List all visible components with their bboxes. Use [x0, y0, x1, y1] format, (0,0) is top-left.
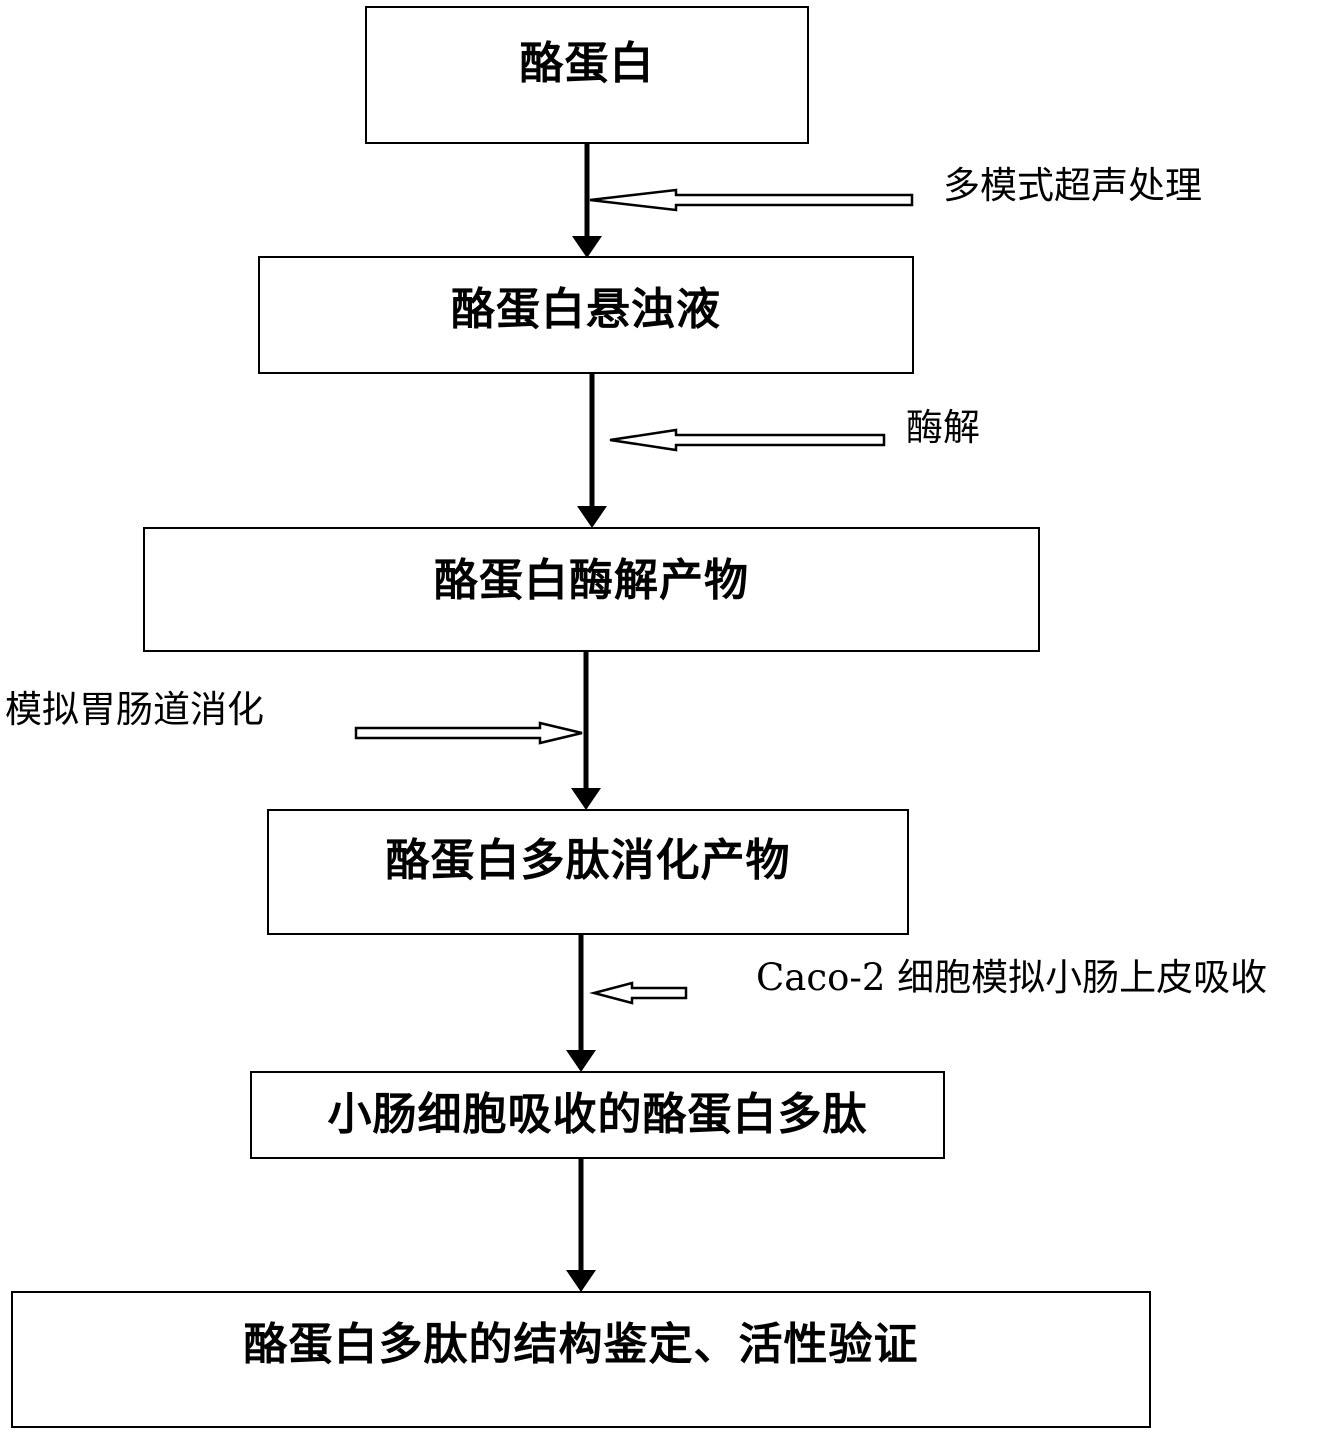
main-flow-arrow [577, 374, 607, 528]
step-casein: 酪蛋白 [365, 6, 809, 144]
step-casein-label: 酪蛋白 [519, 38, 655, 89]
step-absorbed-peptide: 小肠细胞吸收的酪蛋白多肽 [250, 1071, 945, 1159]
step-absorbed-peptide-label: 小肠细胞吸收的酪蛋白多肽 [327, 1088, 868, 1140]
step-casein-suspension: 酪蛋白悬浊液 [258, 256, 914, 374]
step-casein-suspension-label: 酪蛋白悬浊液 [451, 284, 721, 335]
main-flow-arrow [566, 934, 596, 1072]
process-label-ultrasound: 多模式超声处理 [943, 164, 1202, 207]
process-label-enzymolysis: 酶解 [906, 406, 980, 449]
process-label-gi-digestion: 模拟胃肠道消化 [5, 688, 264, 731]
process-label-caco2: Caco-2 细胞模拟小肠上皮吸收 [756, 956, 1268, 999]
hollow-arrow-right [354, 721, 583, 745]
step-digestion-product-label: 酪蛋白多肽消化产物 [385, 835, 791, 886]
step-digestion-product: 酪蛋白多肽消化产物 [267, 809, 909, 935]
step-hydrolysis-product: 酪蛋白酶解产物 [143, 527, 1040, 652]
step-identification-validation-label: 酪蛋白多肽的结构鉴定、活性验证 [243, 1319, 919, 1370]
step-identification-validation: 酪蛋白多肽的结构鉴定、活性验证 [11, 1291, 1151, 1428]
main-flow-arrow [572, 143, 602, 258]
hollow-arrow-left [589, 188, 914, 212]
hollow-arrow-left [609, 428, 886, 452]
main-flow-arrow [566, 1158, 596, 1292]
hollow-arrow-left [589, 981, 688, 1005]
main-flow-arrow [571, 652, 601, 810]
step-hydrolysis-product-label: 酪蛋白酶解产物 [434, 555, 749, 606]
